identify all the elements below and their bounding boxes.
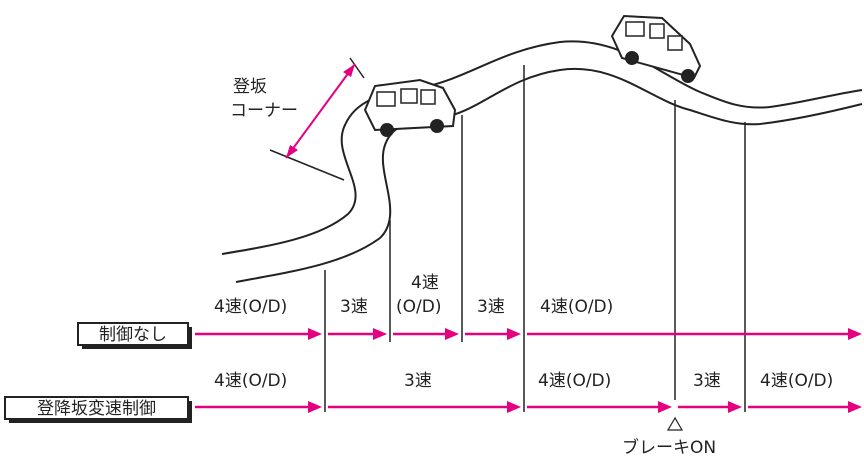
row1-seg5: 4速(O/D) (540, 297, 613, 317)
row-hill-control-arrows (195, 401, 862, 413)
corner-guide-bottom (269, 149, 345, 181)
climb-corner-label-line2: コーナー (230, 101, 298, 121)
row-label-no-control: 制御なし (77, 322, 192, 349)
corner-guide-top (349, 57, 365, 79)
row-label-hill-control: 登降坂変速制御 (4, 396, 192, 423)
row1-seg4: 3速 (477, 297, 505, 317)
road-edge-upper (221, 40, 863, 255)
row2-seg4: 3速 (693, 371, 721, 391)
row1-seg1: 4速(O/D) (214, 297, 287, 317)
corner-arrow-head-bottom (286, 145, 298, 158)
brake-marker-icon (666, 416, 684, 431)
row2-seg2: 3速 (404, 371, 432, 391)
row-no-control-arrows (195, 328, 862, 340)
row1-seg2: 3速 (340, 297, 368, 317)
row2-seg1: 4速(O/D) (214, 371, 287, 391)
row1-seg3a: 4速 (411, 273, 439, 293)
corner-arrow (285, 63, 356, 159)
row2-seg3: 4速(O/D) (538, 371, 611, 391)
brake-label: ブレーキON (622, 437, 716, 458)
car-1 (363, 78, 457, 137)
climb-corner-label-line1: 登坂 (233, 77, 267, 97)
road-edge-lower (235, 67, 863, 283)
car-2 (610, 14, 702, 83)
corner-arrow-head-top (343, 64, 355, 77)
row2-seg5: 4速(O/D) (760, 371, 833, 391)
row1-seg3b: (O/D) (396, 297, 441, 317)
